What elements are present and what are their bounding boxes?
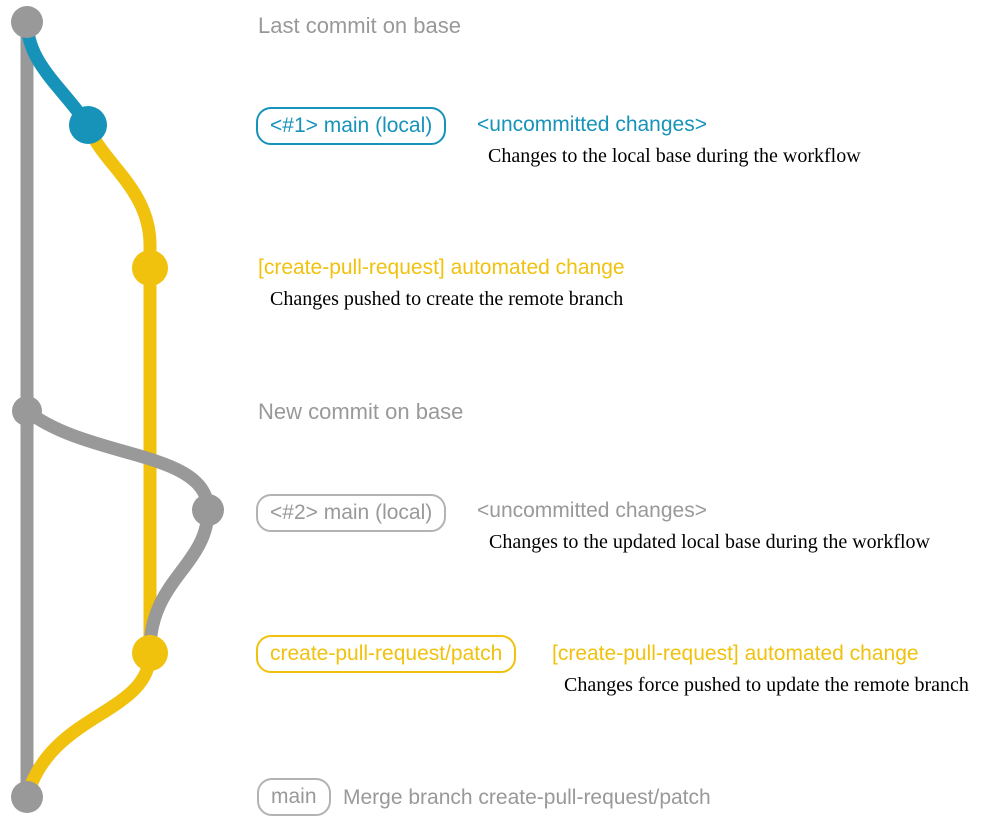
ref-box-main: main (257, 778, 331, 816)
commit-dot-base-new (12, 396, 42, 426)
updated-local-branch-line (23, 405, 215, 511)
commit-dot-base-tip (11, 6, 43, 38)
ref-box-main-local-2: <#2> main (local) (256, 494, 447, 532)
ref-box-create-pull-request-patch: create-pull-request/patch (256, 635, 517, 673)
git-graph (11, 6, 224, 813)
commit-dot-remote-1 (132, 250, 168, 286)
commit-dot-merge (11, 781, 43, 813)
note-local-base-changes-1: Changes to the local base during the wor… (488, 145, 861, 167)
commit-dot-local-1 (69, 106, 107, 144)
label-merge-branch-message: Merge branch create-pull-request/patch (343, 786, 711, 809)
label-new-commit-on-base: New commit on base (258, 399, 464, 424)
commit-dot-remote-2 (132, 635, 168, 671)
force-push-merge-line (143, 509, 215, 651)
merge-to-base-line (20, 652, 157, 799)
label-last-commit-on-base: Last commit on base (258, 13, 461, 38)
label-automated-change-1: [create-pull-request] automated change (258, 256, 625, 279)
label-automated-change-2: [create-pull-request] automated change (552, 642, 919, 665)
label-uncommitted-changes-2: <uncommitted changes> (477, 499, 707, 522)
commit-dot-local-2 (192, 494, 224, 526)
ref-box-main-local-1: <#1> main (local) (256, 107, 447, 145)
note-local-base-changes-2: Changes to the updated local base during… (489, 531, 930, 553)
label-uncommitted-changes-1: <uncommitted changes> (477, 113, 707, 136)
remote-branch-line (81, 122, 157, 650)
note-force-pushed-update-remote: Changes force pushed to update the remot… (564, 674, 969, 696)
note-pushed-create-remote: Changes pushed to create the remote bran… (270, 288, 624, 310)
